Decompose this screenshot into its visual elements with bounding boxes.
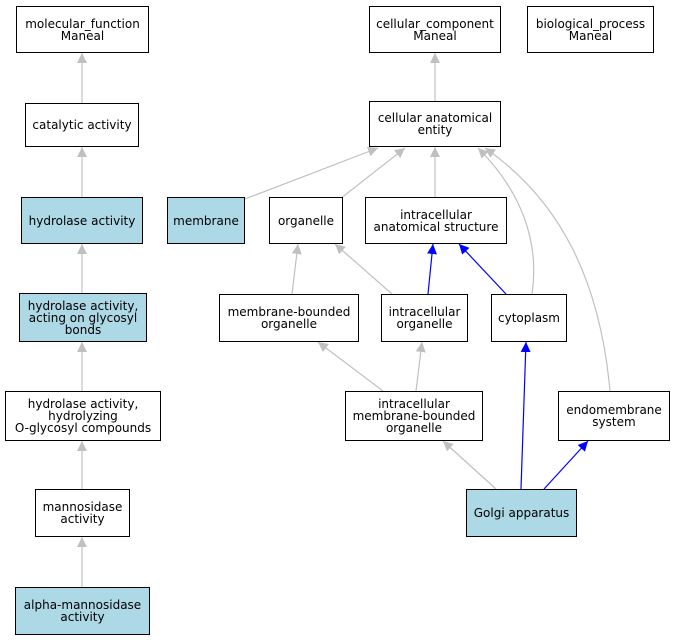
node-bp[interactable]: biological_process Maneal [527, 6, 654, 53]
node-label: membrane-bounded organelle [227, 305, 351, 331]
edge-cyt-to-ias [458, 243, 507, 295]
node-org[interactable]: organelle [269, 197, 343, 244]
node-label: cytoplasm [498, 311, 560, 325]
node-golgi[interactable]: Golgi apparatus [466, 489, 577, 537]
node-label: intracellular anatomical structure [373, 207, 499, 234]
edge-io-to-ias [427, 243, 437, 295]
node-cyt[interactable]: cytoplasm [491, 294, 567, 342]
node-label: biological_process Maneal [535, 16, 646, 43]
node-label: mannosidase activity [42, 500, 123, 526]
node-hyd[interactable]: hydrolase activity [21, 197, 143, 244]
node-imbo[interactable]: intracellular membrane-bounded organelle [345, 391, 483, 441]
node-ems[interactable]: endomembrane system [558, 391, 670, 441]
node-label: intracellular organelle [388, 305, 461, 331]
node-mem[interactable]: membrane [167, 197, 245, 244]
node-label: membrane [173, 213, 239, 228]
edge-mbo-to-org [291, 243, 302, 295]
node-label: intracellular membrane-bounded organelle [352, 397, 476, 435]
edge-imbo-to-io [415, 341, 426, 392]
edge-imbo-to-mbo [317, 341, 384, 392]
node-hho[interactable]: hydrolase activity, hydrolyzing O-glycos… [5, 391, 161, 441]
node-man[interactable]: mannosidase activity [35, 489, 130, 537]
edge-golgi-to-ems [543, 440, 589, 490]
node-label: cellular_component Maneal [376, 16, 494, 43]
node-label: Golgi apparatus [473, 506, 570, 520]
node-label: alpha-mannosidase activity [23, 598, 142, 624]
node-cat[interactable]: catalytic activity [25, 103, 139, 147]
edge-cyt-to-cae [477, 147, 535, 295]
node-hag[interactable]: hydrolase activity, acting on glycosyl b… [19, 293, 147, 342]
node-ama[interactable]: alpha-mannosidase activity [15, 587, 150, 635]
node-label: hydrolase activity [28, 213, 136, 228]
edge-mem-to-cae [244, 146, 379, 200]
edge-io-to-org [334, 243, 393, 295]
node-io[interactable]: intracellular organelle [381, 294, 468, 342]
node-cc[interactable]: cellular_component Maneal [369, 6, 501, 53]
node-label: catalytic activity [32, 118, 132, 132]
node-label: molecular_function Maneal [25, 16, 140, 43]
node-label: organelle [277, 213, 335, 228]
node-mf[interactable]: molecular_function Maneal [16, 6, 149, 53]
edge-golgi-to-cyt [520, 341, 531, 490]
node-label: hydrolase activity, hydrolyzing O-glycos… [14, 397, 152, 435]
node-mbo[interactable]: membrane-bounded organelle [219, 294, 359, 342]
node-cae[interactable]: cellular anatomical entity [369, 101, 501, 147]
edge-org-to-cae [339, 147, 406, 200]
node-label: endomembrane system [566, 403, 662, 429]
edge-golgi-to-imbo [442, 440, 497, 490]
edge-ems-to-cae [484, 147, 611, 392]
node-ias[interactable]: intracellular anatomical structure [365, 197, 507, 244]
node-label: hydrolase activity, acting on glycosyl b… [27, 298, 139, 337]
node-label: cellular anatomical entity [377, 111, 493, 137]
